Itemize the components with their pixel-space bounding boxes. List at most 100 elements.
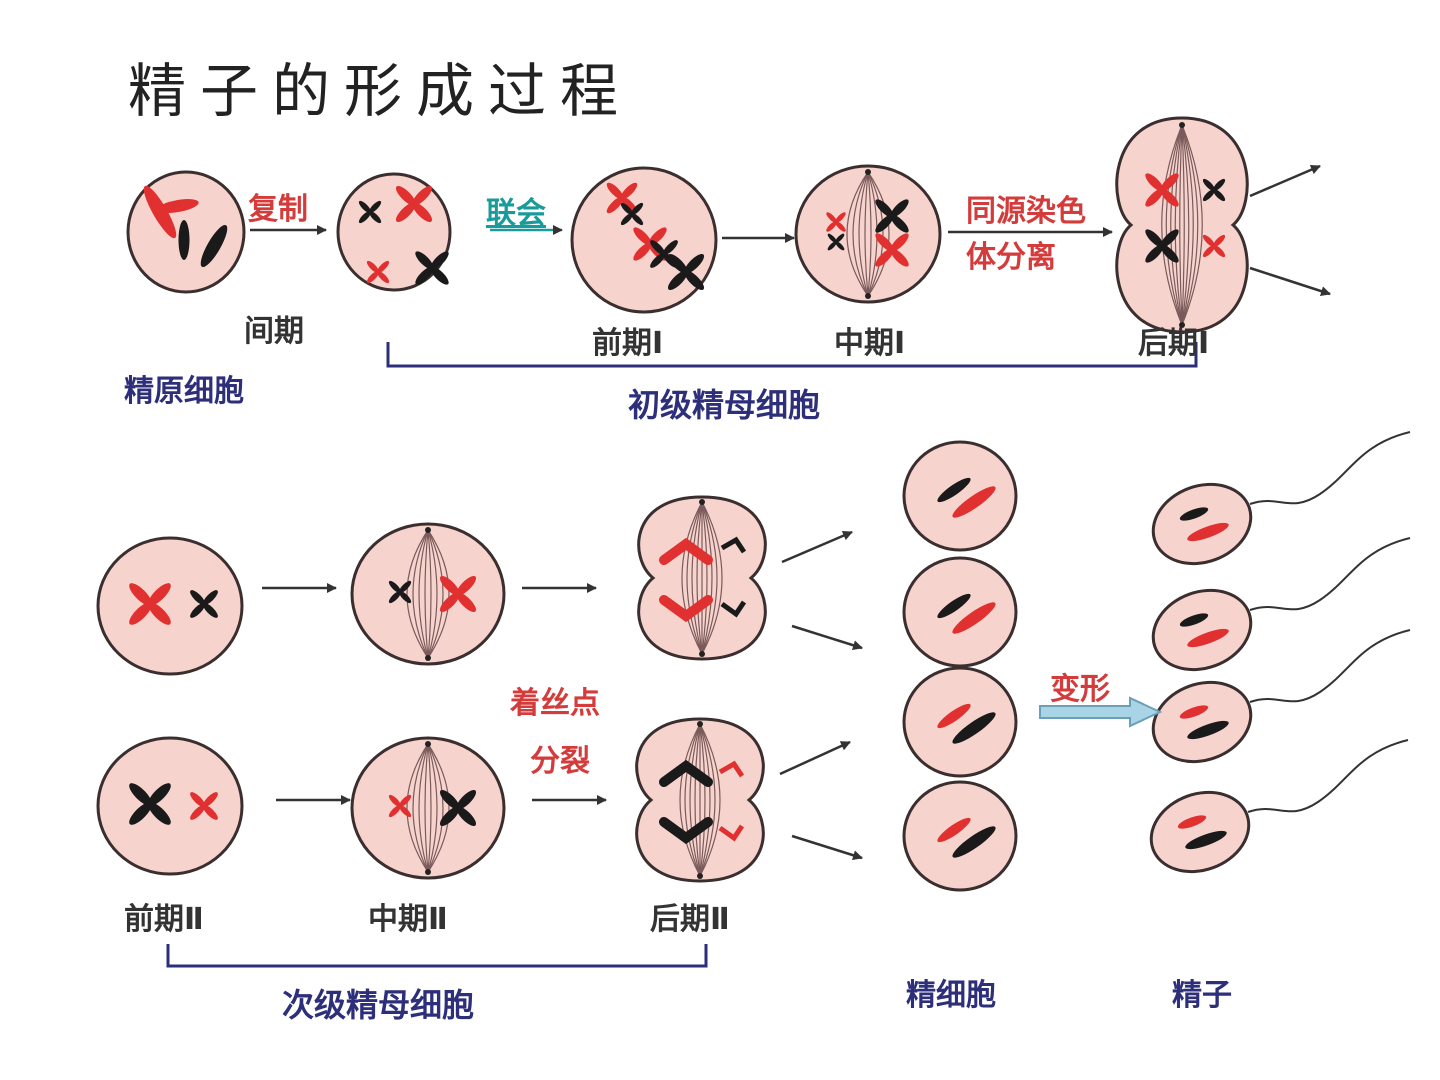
- chromatid-arm: [826, 212, 837, 223]
- spindle-fiber: [427, 743, 438, 873]
- chromatid-arm: [202, 804, 218, 820]
- arrow-metamorphosis: [1039, 696, 1163, 728]
- sperm-tail: [1249, 431, 1411, 505]
- chromatid-arm: [358, 211, 371, 224]
- bracket-secondary: [166, 944, 708, 968]
- chromosome-x: [190, 792, 218, 820]
- spindle-fiber: [427, 743, 432, 873]
- cell-prophase-2-upper: [96, 536, 244, 676]
- chromosome-x: [395, 185, 433, 223]
- chromatid-arm: [890, 199, 909, 218]
- spindle-fiber: [699, 723, 711, 877]
- spindle-fiber: [691, 501, 703, 655]
- chromatid-arm: [399, 591, 412, 604]
- chromatid-arm: [202, 590, 218, 606]
- chromatid-arm: [439, 575, 460, 596]
- label-synapsis: 联会: [486, 196, 546, 231]
- chromatid-arm: [456, 806, 477, 827]
- chromatid-arm: [890, 248, 909, 267]
- spindle-fiber: [412, 529, 429, 659]
- chromosome-x: [366, 260, 390, 284]
- spindle-fiber: [864, 171, 869, 297]
- chromatid-arm: [366, 271, 379, 284]
- chromatid-arm: [148, 783, 171, 806]
- cell-spermatogonium: [126, 170, 246, 294]
- cell-membrane: [350, 522, 506, 666]
- chromosome: [1177, 815, 1207, 829]
- chromosome-x: [667, 253, 705, 291]
- chromosome: [1185, 830, 1227, 850]
- chromosome-x: [190, 590, 218, 618]
- chromatid-arm: [190, 804, 206, 820]
- chromatid-arm: [388, 591, 401, 604]
- chromatid-arm: [412, 185, 433, 206]
- chromatid: [659, 759, 713, 787]
- label-centromere: 着丝点: [510, 686, 600, 721]
- label-replication: 复制: [248, 192, 308, 227]
- spindle-fiber: [406, 529, 429, 659]
- spindle-fiber: [1165, 124, 1183, 326]
- cell-spermatid: [902, 440, 1018, 552]
- chromatid-arm: [890, 214, 909, 233]
- chromosome: [1179, 705, 1209, 719]
- chromatid-arm: [388, 805, 401, 818]
- chromatid-arm: [875, 248, 894, 267]
- arrow-out-upper: [1249, 164, 1321, 198]
- chromosome-x: [388, 580, 412, 604]
- chromatid-arm: [202, 792, 218, 808]
- chromatid-arm: [1145, 188, 1164, 207]
- chromatid-arm: [430, 251, 449, 270]
- chromosome-x: [388, 794, 412, 818]
- chromosome: [1187, 522, 1229, 542]
- spindle-fiber: [427, 529, 444, 659]
- spindle-fiber: [699, 723, 716, 877]
- spindle-fiber: [406, 743, 429, 873]
- chromatid-arm: [395, 185, 416, 206]
- chromatid-arm: [633, 227, 652, 246]
- chromatid-arm: [1213, 234, 1226, 247]
- chromatid-arm: [129, 802, 152, 825]
- label-anaphase-1: 后期Ⅰ: [1138, 326, 1210, 361]
- cell-membrane: [96, 536, 244, 676]
- label-division: 分裂: [530, 744, 590, 779]
- chromosome: [952, 602, 996, 634]
- arrow-a2-lower-out-2: [791, 834, 863, 861]
- cell-spermatid: [902, 780, 1018, 892]
- chromatid-arm: [620, 213, 633, 226]
- chromatid: [659, 595, 713, 623]
- chromatid-arm: [1145, 229, 1164, 248]
- spindle-fiber: [427, 743, 450, 873]
- spindle-fiber: [686, 501, 703, 655]
- arrow-out-lower: [1249, 266, 1331, 296]
- sperm-head: [1149, 790, 1251, 874]
- spindle-fiber: [427, 529, 438, 659]
- chromatid-arm: [439, 806, 460, 827]
- chromatid-arm: [399, 805, 412, 818]
- chromatid-arm: [190, 590, 206, 606]
- chromatid-arm: [606, 196, 624, 214]
- cell-spermatid: [902, 666, 1018, 778]
- spindle-fiber: [681, 501, 703, 655]
- chromosome: [937, 703, 971, 729]
- chromosome-x: [415, 251, 449, 285]
- chromatid-arm: [1160, 244, 1179, 263]
- chromatid-arm: [148, 802, 171, 825]
- chromosome: [1187, 628, 1229, 648]
- chromatid-arm: [650, 240, 666, 256]
- spindle-fiber: [1181, 124, 1190, 326]
- chromatid: [718, 760, 745, 778]
- chromatid-arm: [415, 251, 434, 270]
- spindle-fiber: [1179, 124, 1183, 326]
- page-title: 精子的形成过程: [128, 57, 633, 125]
- chromosome: [157, 199, 199, 213]
- chromatid-arm: [827, 241, 837, 251]
- chromatid-arm: [456, 789, 477, 810]
- spindle-fiber: [846, 171, 869, 297]
- cell-anaphase-1: [1115, 116, 1249, 334]
- chromatid-arm: [1202, 189, 1215, 202]
- chromatid-arm: [399, 794, 412, 807]
- spindle-fiber: [418, 743, 429, 873]
- cell-metaphase-1: [794, 164, 942, 304]
- chromatid-arm: [439, 592, 460, 613]
